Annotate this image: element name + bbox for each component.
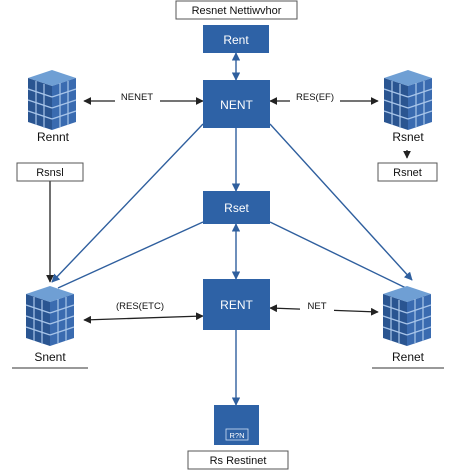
server-bottom-right-label: Renet: [392, 350, 425, 364]
server-top-right-label: Rsnet: [392, 130, 424, 144]
server-top-right[interactable]: Rsnet: [383, 69, 433, 144]
edge-labels: NENET RES(EF) (RES(ETC) NET: [112, 91, 340, 312]
node-bottom[interactable]: R?N: [214, 405, 259, 445]
device-icon: R?N: [225, 428, 249, 441]
node-lower[interactable]: RENT: [203, 279, 270, 330]
node-lower-label: RENT: [220, 298, 253, 312]
side-box-left-label: Rsnsl: [36, 167, 64, 179]
node-bottom-icon-label: R?N: [229, 431, 244, 440]
edge-label-hub-right: RES(EF): [296, 92, 334, 103]
node-top[interactable]: Rent: [203, 25, 269, 53]
diagram-footer: Rs Restinet: [187, 450, 289, 470]
server-bottom-right[interactable]: Renet: [372, 285, 444, 369]
server-icon: [382, 285, 432, 347]
edge-lower-server-bl: [83, 312, 204, 324]
side-box-left: Rsnsl: [16, 162, 84, 182]
node-hub[interactable]: NENT: [203, 80, 270, 128]
footer-text: Rs Restinet: [210, 455, 267, 467]
edge-label-lower-right: NET: [308, 301, 327, 312]
server-top-left[interactable]: Rennt: [27, 69, 77, 144]
edge-hub-server-bl: [51, 123, 204, 283]
side-box-right: Rsnet: [377, 162, 438, 182]
diagram-title: Resnet Nettiwvhor: [175, 0, 298, 20]
server-top-left-label: Rennt: [37, 130, 70, 144]
title-text: Resnet Nettiwvhor: [192, 5, 282, 17]
node-top-label: Rent: [223, 33, 249, 47]
edge-middle-server-bl: [57, 221, 204, 289]
node-middle[interactable]: Rset: [203, 191, 270, 224]
side-box-right-label: Rsnet: [393, 167, 422, 179]
edge-label-hub-left: NENET: [121, 92, 153, 103]
edges: [51, 52, 413, 406]
edge-middle-server-br: [269, 221, 407, 289]
server-bottom-left-label: Snent: [34, 350, 66, 364]
node-middle-label: Rset: [224, 201, 249, 215]
server-icon: [27, 69, 77, 131]
server-icon: [383, 69, 433, 131]
edge-hub-server-br: [269, 123, 413, 281]
server-bottom-left[interactable]: Snent: [12, 285, 88, 369]
server-icon: [25, 285, 75, 347]
node-hub-label: NENT: [220, 98, 253, 112]
edge-label-lower-left: (RES(ETC): [116, 301, 164, 312]
